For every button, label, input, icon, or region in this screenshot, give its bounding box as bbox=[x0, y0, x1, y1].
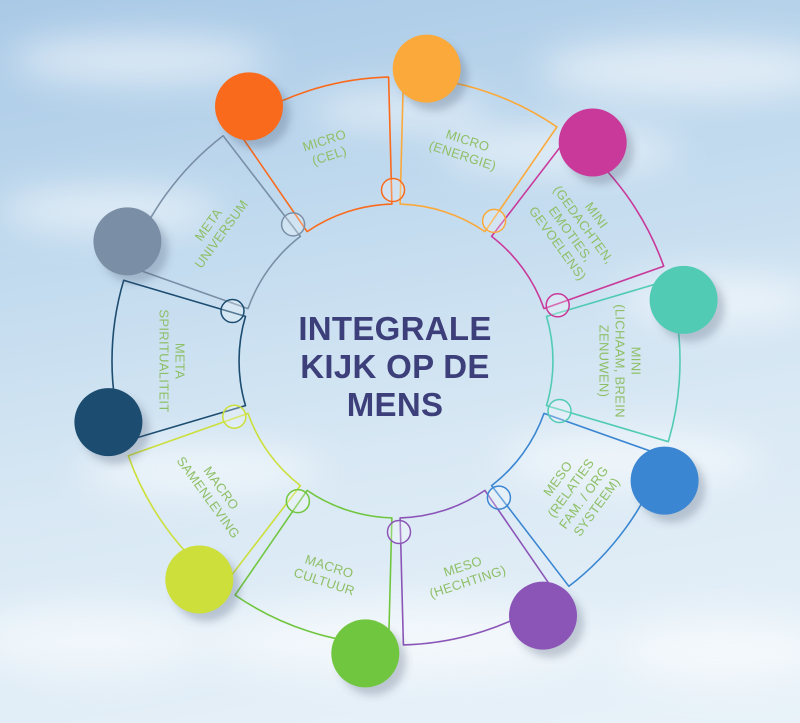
connector-macro-cultuur bbox=[286, 490, 309, 513]
label-meso-hechting: MESO(HECHTING) bbox=[423, 547, 508, 601]
label-micro-energie: MICRO(ENERGIE) bbox=[427, 122, 503, 173]
title-line-1: INTEGRALE bbox=[245, 310, 545, 348]
segment-label-line: ZENUWEN) bbox=[597, 325, 612, 397]
ball-meta-spiritualiteit bbox=[74, 388, 142, 456]
connector-micro-energie bbox=[483, 209, 506, 232]
connector-meta-spiritualiteit bbox=[221, 300, 244, 323]
ball-meso-hechting bbox=[509, 582, 577, 650]
segment-label-line: META bbox=[173, 343, 188, 379]
label-mini-gedachten: MINI(GEDACHTEN,EMOTIES,GEVOELENS) bbox=[524, 173, 630, 285]
ball-micro-cel bbox=[215, 72, 283, 140]
segment-label-line: (LICHAAM, BREIN bbox=[613, 304, 628, 418]
ball-mini-lichaam bbox=[650, 266, 718, 334]
diagram-title: INTEGRALE KIJK OP DE MENS bbox=[245, 310, 545, 424]
label-micro-cel: MICRO(CEL) bbox=[301, 126, 353, 169]
connector-macro-samenleving bbox=[223, 405, 246, 428]
connector-meso-hechting bbox=[388, 521, 411, 544]
connector-meso-relaties bbox=[487, 486, 510, 509]
connector-mini-gedachten bbox=[546, 294, 569, 317]
connector-mini-lichaam bbox=[548, 400, 571, 423]
ball-micro-energie bbox=[393, 35, 461, 103]
ball-macro-samenleving bbox=[165, 546, 233, 614]
ball-mini-gedachten bbox=[559, 109, 627, 177]
title-line-3: MENS bbox=[245, 386, 545, 424]
ball-macro-cultuur bbox=[331, 619, 399, 687]
title-line-2: KIJK OP DE bbox=[245, 348, 545, 386]
ball-meso-relaties bbox=[631, 447, 699, 515]
segment-label-line: SPIRITUALITEIT bbox=[157, 309, 172, 412]
connector-meta-universum bbox=[282, 213, 305, 236]
segment-label-line: MINI bbox=[629, 347, 644, 376]
connector-micro-cel bbox=[382, 179, 405, 202]
ball-meta-universum bbox=[93, 207, 161, 275]
